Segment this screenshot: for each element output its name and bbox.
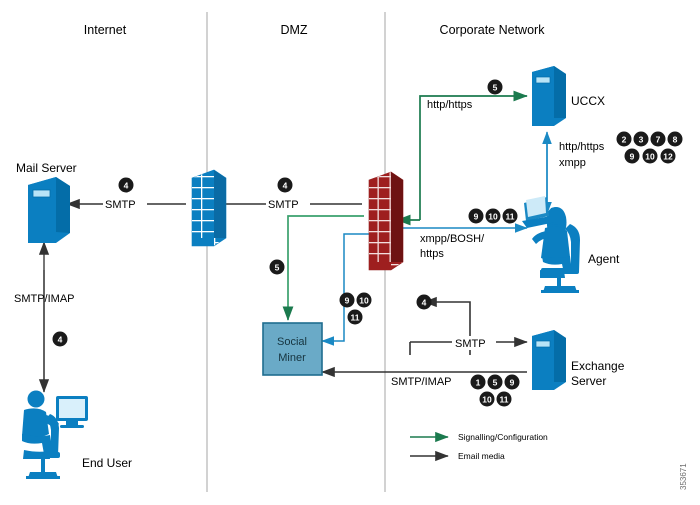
svg-text:2: 2 bbox=[622, 135, 627, 145]
svg-text:11: 11 bbox=[351, 313, 360, 323]
figure-id-label: 353671 bbox=[679, 463, 688, 490]
svg-text:4: 4 bbox=[422, 298, 427, 308]
label-xmpp-bosh-https-2: https bbox=[420, 248, 444, 260]
svg-text:12: 12 bbox=[663, 152, 673, 162]
badge-ex-10: 10 bbox=[479, 391, 495, 407]
svg-text:11: 11 bbox=[506, 212, 515, 222]
svg-text:4: 4 bbox=[124, 181, 129, 191]
zone-dividers bbox=[206, 12, 386, 492]
label-xmpp-bosh-https-1: xmpp/BOSH/ bbox=[420, 233, 485, 245]
node-mail-server: Mail Server bbox=[16, 161, 77, 243]
node-corporate-firewall bbox=[368, 171, 404, 271]
svg-text:1: 1 bbox=[476, 378, 481, 388]
label-uccx: UCCX bbox=[571, 94, 605, 108]
zone-title-internet: Internet bbox=[84, 23, 127, 37]
node-end-user: End User bbox=[22, 390, 132, 479]
svg-text:7: 7 bbox=[656, 135, 661, 145]
label-smtp-imap-enduser: SMTP/IMAP bbox=[14, 293, 75, 305]
badge-socialminer-green: 5 bbox=[269, 259, 285, 275]
svg-text:10: 10 bbox=[359, 296, 369, 306]
label-exchange-server-line2: Server bbox=[571, 374, 606, 388]
badge-smtp-dmz: 4 bbox=[277, 177, 293, 193]
svg-text:5: 5 bbox=[493, 83, 498, 93]
badge-sm-10: 10 bbox=[356, 292, 372, 308]
badge-sm-9: 9 bbox=[339, 292, 355, 308]
label-uccx-agent-xmpp: xmpp bbox=[559, 157, 586, 169]
zone-titles: Internet DMZ Corporate Network bbox=[84, 23, 545, 37]
svg-text:8: 8 bbox=[673, 135, 678, 145]
badge-smtp-imap-enduser: 4 bbox=[52, 331, 68, 347]
svg-text:9: 9 bbox=[345, 296, 350, 306]
label-social-miner-line1: Social bbox=[277, 336, 307, 348]
badge-ex-1: 1 bbox=[470, 374, 486, 390]
label-agent: Agent bbox=[588, 252, 620, 266]
label-end-user: End User bbox=[82, 456, 132, 470]
zone-title-dmz: DMZ bbox=[280, 23, 307, 37]
label-uccx-agent-http: http/https bbox=[559, 141, 605, 153]
badge-group-exchange: 1 5 9 10 11 bbox=[470, 374, 520, 407]
svg-text:9: 9 bbox=[510, 378, 515, 388]
label-social-miner-line2: Miner bbox=[278, 352, 306, 364]
badge-group-socialminer: 9 10 11 bbox=[339, 292, 372, 325]
node-social-miner: Social Miner bbox=[262, 322, 323, 376]
node-exchange-server: Exchange Server bbox=[532, 330, 625, 390]
svg-text:10: 10 bbox=[488, 212, 498, 222]
svg-text:10: 10 bbox=[482, 395, 492, 405]
svg-text:9: 9 bbox=[474, 212, 479, 222]
label-smtp-internet: SMTP bbox=[105, 199, 136, 211]
label-http-https-uccx: http/https bbox=[427, 99, 473, 111]
badge-group-uccx-agent: 2 3 7 8 9 10 12 bbox=[616, 131, 683, 164]
flow-labels: SMTP SMTP SMTP/IMAP http/https http/http… bbox=[14, 99, 605, 388]
badge-exchange-to-redfw: 4 bbox=[416, 294, 432, 310]
flow-green-to-socialminer bbox=[282, 215, 364, 321]
badge-uc-9: 9 bbox=[624, 148, 640, 164]
label-smtp-dmz: SMTP bbox=[268, 199, 299, 211]
flow-blue-to-socialminer bbox=[321, 233, 378, 346]
svg-text:4: 4 bbox=[283, 181, 288, 191]
legend: Signalling/Configuration Email media bbox=[410, 431, 548, 462]
badge-http-https-uccx: 5 bbox=[487, 79, 503, 95]
svg-text:3: 3 bbox=[639, 135, 644, 145]
badge-smtp-internet: 4 bbox=[118, 177, 134, 193]
label-smtp-imap-exchange: SMTP/IMAP bbox=[391, 376, 452, 388]
badge-agent-9: 9 bbox=[468, 208, 484, 224]
label-smtp-exchange: SMTP bbox=[455, 338, 486, 350]
badge-sm-11: 11 bbox=[347, 309, 363, 325]
badge-agent-11: 11 bbox=[502, 208, 518, 224]
node-dmz-firewall bbox=[191, 169, 227, 247]
badge-group-agent-xmpp: 9 10 11 bbox=[468, 208, 518, 224]
svg-text:4: 4 bbox=[58, 335, 63, 345]
badge-agent-10: 10 bbox=[485, 208, 501, 224]
legend-label-email-media: Email media bbox=[458, 451, 505, 461]
figure-id: 353671 bbox=[679, 463, 688, 490]
badge-uc-12: 12 bbox=[660, 148, 676, 164]
label-exchange-server-line1: Exchange bbox=[571, 359, 625, 373]
svg-text:9: 9 bbox=[630, 152, 635, 162]
badge-uc-10: 10 bbox=[642, 148, 658, 164]
badge-uc-8: 8 bbox=[667, 131, 683, 147]
flow-http-https-to-uccx bbox=[419, 90, 528, 220]
svg-text:11: 11 bbox=[500, 395, 509, 405]
label-mail-server: Mail Server bbox=[16, 161, 77, 175]
node-agent: Agent bbox=[522, 196, 620, 293]
badge-ex-11: 11 bbox=[496, 391, 512, 407]
svg-text:5: 5 bbox=[275, 263, 280, 273]
svg-text:10: 10 bbox=[645, 152, 655, 162]
badge-ex-9: 9 bbox=[504, 374, 520, 390]
badge-uc-3: 3 bbox=[633, 131, 649, 147]
legend-label-signalling: Signalling/Configuration bbox=[458, 432, 548, 442]
svg-text:5: 5 bbox=[493, 378, 498, 388]
zone-title-corporate: Corporate Network bbox=[440, 23, 546, 37]
node-uccx: UCCX bbox=[532, 66, 605, 126]
badge-uc-7: 7 bbox=[650, 131, 666, 147]
badge-uc-2: 2 bbox=[616, 131, 632, 147]
badge-ex-5: 5 bbox=[487, 374, 503, 390]
